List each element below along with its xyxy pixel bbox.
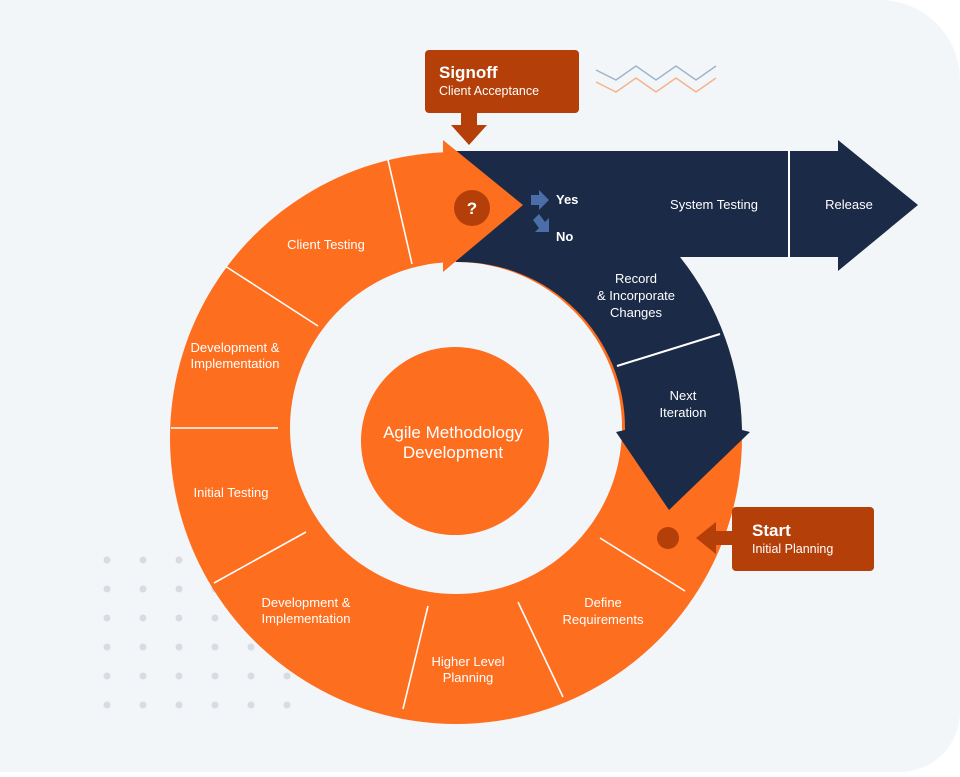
start-box: [732, 507, 874, 571]
navy-flow-shape: [456, 140, 918, 510]
decision-circle: [454, 190, 490, 226]
zigzag-decoration: [595, 65, 717, 93]
release-label: Release: [825, 197, 873, 212]
decision-symbol: ?: [467, 199, 477, 218]
segment-define-requirements-line1: Define: [584, 595, 622, 610]
segment-dev-impl-top-line2: Implementation: [191, 356, 280, 371]
signoff-title: Signoff: [439, 63, 498, 82]
record-changes-line1: Record: [615, 271, 657, 286]
segment-dev-impl-bottom-line2: Implementation: [262, 611, 351, 626]
segment-dev-impl-bottom-line1: Development &: [262, 595, 351, 610]
signoff-box: [425, 50, 579, 113]
start-title: Start: [752, 521, 791, 540]
yes-arrow-icon: [531, 190, 549, 210]
segment-define-requirements-line2: Requirements: [563, 612, 644, 627]
signoff-subtitle: Client Acceptance: [439, 84, 539, 98]
ring-dividers: [171, 159, 686, 710]
segment-client-testing: Client Testing: [287, 237, 365, 252]
flow-dividers: [616, 150, 790, 367]
next-iteration-line2: Iteration: [660, 405, 707, 420]
start-arrow-icon: [696, 522, 734, 554]
segment-initial-testing: Initial Testing: [194, 485, 269, 500]
next-iteration-line1: Next: [670, 388, 697, 403]
start-callout: Start Initial Planning: [657, 507, 874, 571]
signoff-callout: Signoff Client Acceptance: [425, 50, 579, 145]
signoff-arrow-icon: [451, 113, 487, 145]
no-arrow-icon: [533, 214, 549, 232]
start-dot: [657, 527, 679, 549]
record-changes-line2: & Incorporate: [597, 288, 675, 303]
start-subtitle: Initial Planning: [752, 542, 833, 556]
segment-higher-level-planning-line1: Higher Level: [432, 654, 505, 669]
center-label-line1: Agile Methodology: [383, 423, 523, 442]
segment-higher-level-planning-line2: Planning: [443, 670, 494, 685]
system-testing-label: System Testing: [670, 197, 758, 212]
segment-dev-impl-top-line1: Development &: [191, 340, 280, 355]
record-changes-line3: Changes: [610, 305, 663, 320]
yes-label: Yes: [556, 192, 578, 207]
center-circle: [361, 347, 549, 535]
center-label-line2: Development: [403, 443, 503, 462]
no-label: No: [556, 229, 573, 244]
